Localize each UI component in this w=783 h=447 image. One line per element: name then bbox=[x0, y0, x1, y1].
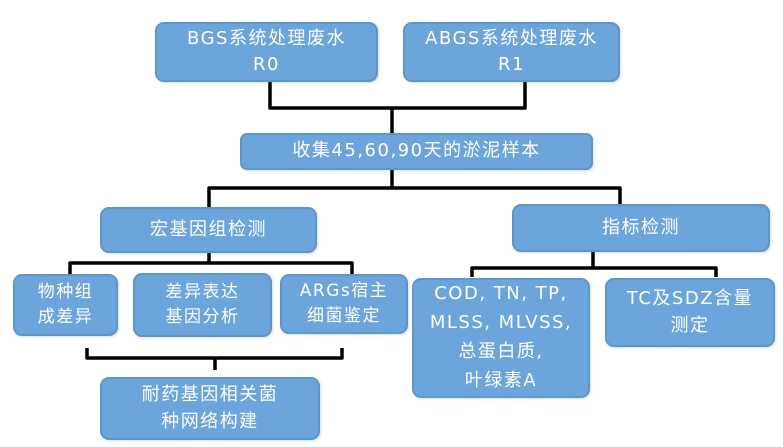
node-indicator-detection: 指标检测 bbox=[512, 204, 770, 252]
connector-bracket-metagenome bbox=[68, 261, 354, 274]
node-bgs-system: BGS系统处理废水 R0 bbox=[155, 22, 378, 82]
connector-splitter bbox=[207, 186, 622, 207]
node-args-host-bacteria: ARGs宿主 细菌鉴定 bbox=[280, 274, 408, 334]
node-tc-sdz-content: TC及SDZ含量 测定 bbox=[605, 278, 775, 347]
node-differential-expression: 差异表达 基因分析 bbox=[133, 273, 272, 337]
node-resistance-gene-network: 耐药基因相关菌 种网络构建 bbox=[100, 377, 320, 440]
connector-bracket-indicator bbox=[470, 266, 718, 277]
node-water-quality-indicators: COD, TN, TP, MLSS, MLVSS, 总蛋白质, 叶绿素A bbox=[412, 278, 590, 398]
node-abgs-system: ABGS系统处理废水 R1 bbox=[403, 22, 620, 82]
node-collect-samples: 收集45,60,90天的淤泥样本 bbox=[240, 133, 593, 170]
connector-bracket-gather bbox=[85, 348, 344, 360]
connector-top-merge bbox=[268, 82, 527, 110]
node-metagenome-detection: 宏基因组检测 bbox=[100, 207, 317, 253]
node-species-composition: 物种组 成差异 bbox=[13, 274, 118, 336]
